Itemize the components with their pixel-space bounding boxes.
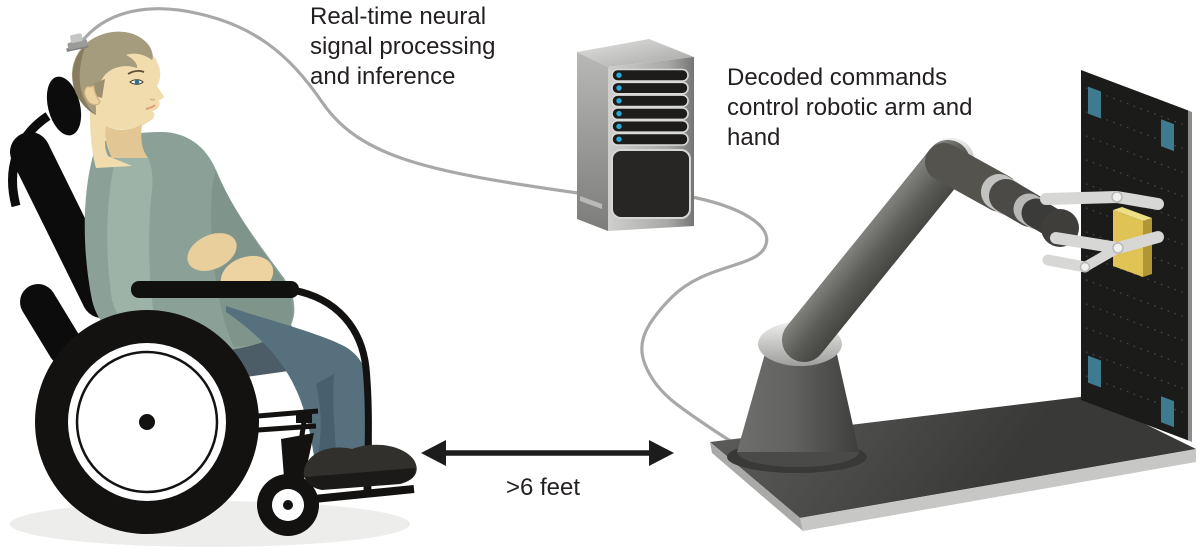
server-led: [616, 123, 622, 130]
armrest: [131, 281, 299, 298]
face-skin: [90, 45, 164, 168]
lips: [145, 104, 156, 111]
label-processing: Real-time neural signal processing and i…: [310, 3, 496, 90]
server-led: [616, 85, 622, 91]
arrowhead-right: [649, 440, 674, 466]
board-edge: [1188, 110, 1192, 442]
front-frame-tube: [291, 286, 372, 491]
brake-knob: [296, 411, 312, 423]
frame-bar: [257, 423, 317, 433]
server-led: [616, 110, 622, 117]
neural-cable: [78, 7, 579, 195]
big-wheel: [35, 310, 259, 534]
patient-head: [72, 31, 164, 168]
processing-server: [577, 39, 694, 231]
server-drive-bays: [611, 68, 689, 146]
distance-arrow: [421, 440, 674, 466]
wheelchair-user: [8, 31, 417, 536]
forearm: [925, 143, 1073, 241]
wheel-hub: [139, 414, 155, 430]
arrowhead-left: [421, 440, 446, 466]
server-lower-panel: [611, 149, 691, 219]
pant-shade: [316, 374, 336, 454]
server-top: [577, 39, 694, 67]
upper-arm: [782, 140, 970, 362]
rear-frame-box: [20, 284, 84, 366]
label-distance: >6 feet: [505, 474, 581, 501]
server-led: [616, 72, 622, 78]
robot-cable: [640, 194, 769, 462]
eye-iris: [134, 79, 140, 85]
headrest-pad: [46, 76, 82, 136]
server-led: [616, 136, 622, 142]
gripper-link: [1080, 243, 1123, 272]
hair-shade: [72, 45, 96, 115]
shoe-sole: [305, 468, 416, 490]
legs-pants: [226, 306, 372, 456]
board-port: [1161, 396, 1174, 428]
platform-top: [710, 396, 1196, 518]
server-led: [616, 98, 622, 104]
label-commands: Decoded commands control robotic arm and…: [727, 64, 973, 151]
server-side-vent: [580, 196, 602, 209]
eyebrow: [127, 70, 145, 75]
arm-base-cone: [737, 350, 859, 467]
board-port: [1161, 119, 1174, 152]
hand: [187, 233, 237, 271]
platform-left-edge: [710, 442, 803, 531]
neck-shadow: [105, 124, 148, 158]
caster-wheel: [257, 474, 319, 536]
gripper-finger-top: [1040, 191, 1164, 210]
gripper-joints: [1079, 191, 1124, 273]
board-port: [1088, 86, 1101, 119]
ear: [84, 85, 101, 106]
nostril: [149, 98, 156, 101]
platform-front-edge: [800, 449, 1196, 531]
gripper-finger-low: [1042, 254, 1091, 273]
board-port: [1088, 355, 1101, 388]
robotic-arm-station: [710, 70, 1196, 531]
bci-connector: [66, 33, 89, 52]
server-side: [577, 52, 608, 231]
footplate: [313, 485, 415, 503]
